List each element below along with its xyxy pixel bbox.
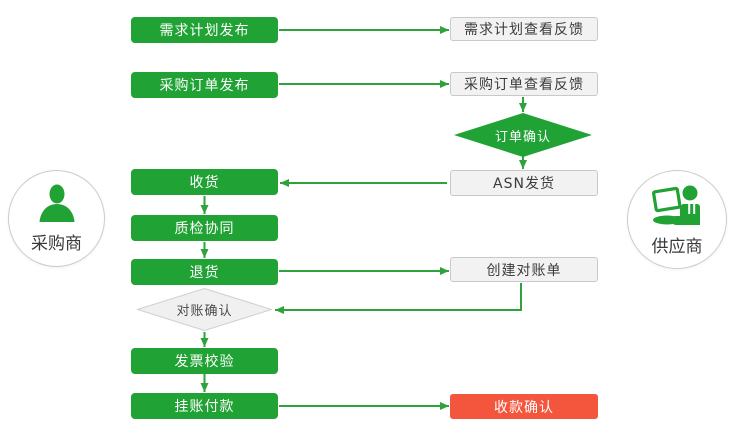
node-label: 收款确认 bbox=[494, 399, 554, 416]
node-label: 需求计划查看反馈 bbox=[464, 22, 584, 38]
node-purchase-order-feedback: 采购订单查看反馈 bbox=[450, 72, 598, 96]
node-create-statement: 创建对账单 bbox=[450, 257, 598, 282]
node-label: 需求计划发布 bbox=[159, 23, 250, 39]
node-label: 收货 bbox=[189, 175, 220, 191]
node-quality-collaboration: 质检协同 bbox=[131, 215, 278, 241]
buyer-label: 采购商 bbox=[31, 233, 82, 254]
node-label: 订单确认 bbox=[494, 129, 551, 145]
diamond-shape bbox=[137, 288, 272, 331]
node-return-goods: 退货 bbox=[131, 259, 278, 285]
node-asn-ship: ASN发货 bbox=[450, 170, 598, 196]
node-demand-plan-publish: 需求计划发布 bbox=[131, 17, 278, 43]
buyer-actor-badge: 采购商 bbox=[8, 170, 105, 267]
node-order-confirm-diamond: 订单确认 bbox=[454, 113, 592, 157]
node-label: 创建对账单 bbox=[486, 262, 562, 279]
supplier-actor-badge: 供应商 bbox=[627, 170, 727, 269]
node-label: 采购订单发布 bbox=[159, 78, 250, 94]
node-purchase-order-publish: 采购订单发布 bbox=[131, 72, 278, 98]
node-statement-confirm-diamond: 对账确认 bbox=[137, 288, 272, 331]
node-credit-payment: 挂账付款 bbox=[131, 393, 278, 419]
node-label: 质检协同 bbox=[174, 221, 235, 237]
node-receipt-confirm: 收款确认 bbox=[450, 394, 598, 419]
node-label: 采购订单查看反馈 bbox=[464, 77, 584, 93]
diamond-shape bbox=[454, 113, 592, 157]
node-invoice-check: 发票校验 bbox=[131, 348, 278, 374]
node-label: 对账确认 bbox=[176, 304, 233, 319]
node-receive-goods: 收货 bbox=[131, 169, 278, 195]
node-label: 发票校验 bbox=[174, 354, 235, 370]
node-label: ASN发货 bbox=[493, 176, 555, 192]
node-label: 挂账付款 bbox=[174, 399, 235, 415]
node-demand-plan-feedback: 需求计划查看反馈 bbox=[450, 17, 598, 41]
buyer-person-icon bbox=[35, 184, 79, 228]
node-label: 退货 bbox=[189, 265, 220, 281]
supplier-label: 供应商 bbox=[651, 236, 703, 257]
supplier-laptop-icon bbox=[652, 183, 702, 231]
